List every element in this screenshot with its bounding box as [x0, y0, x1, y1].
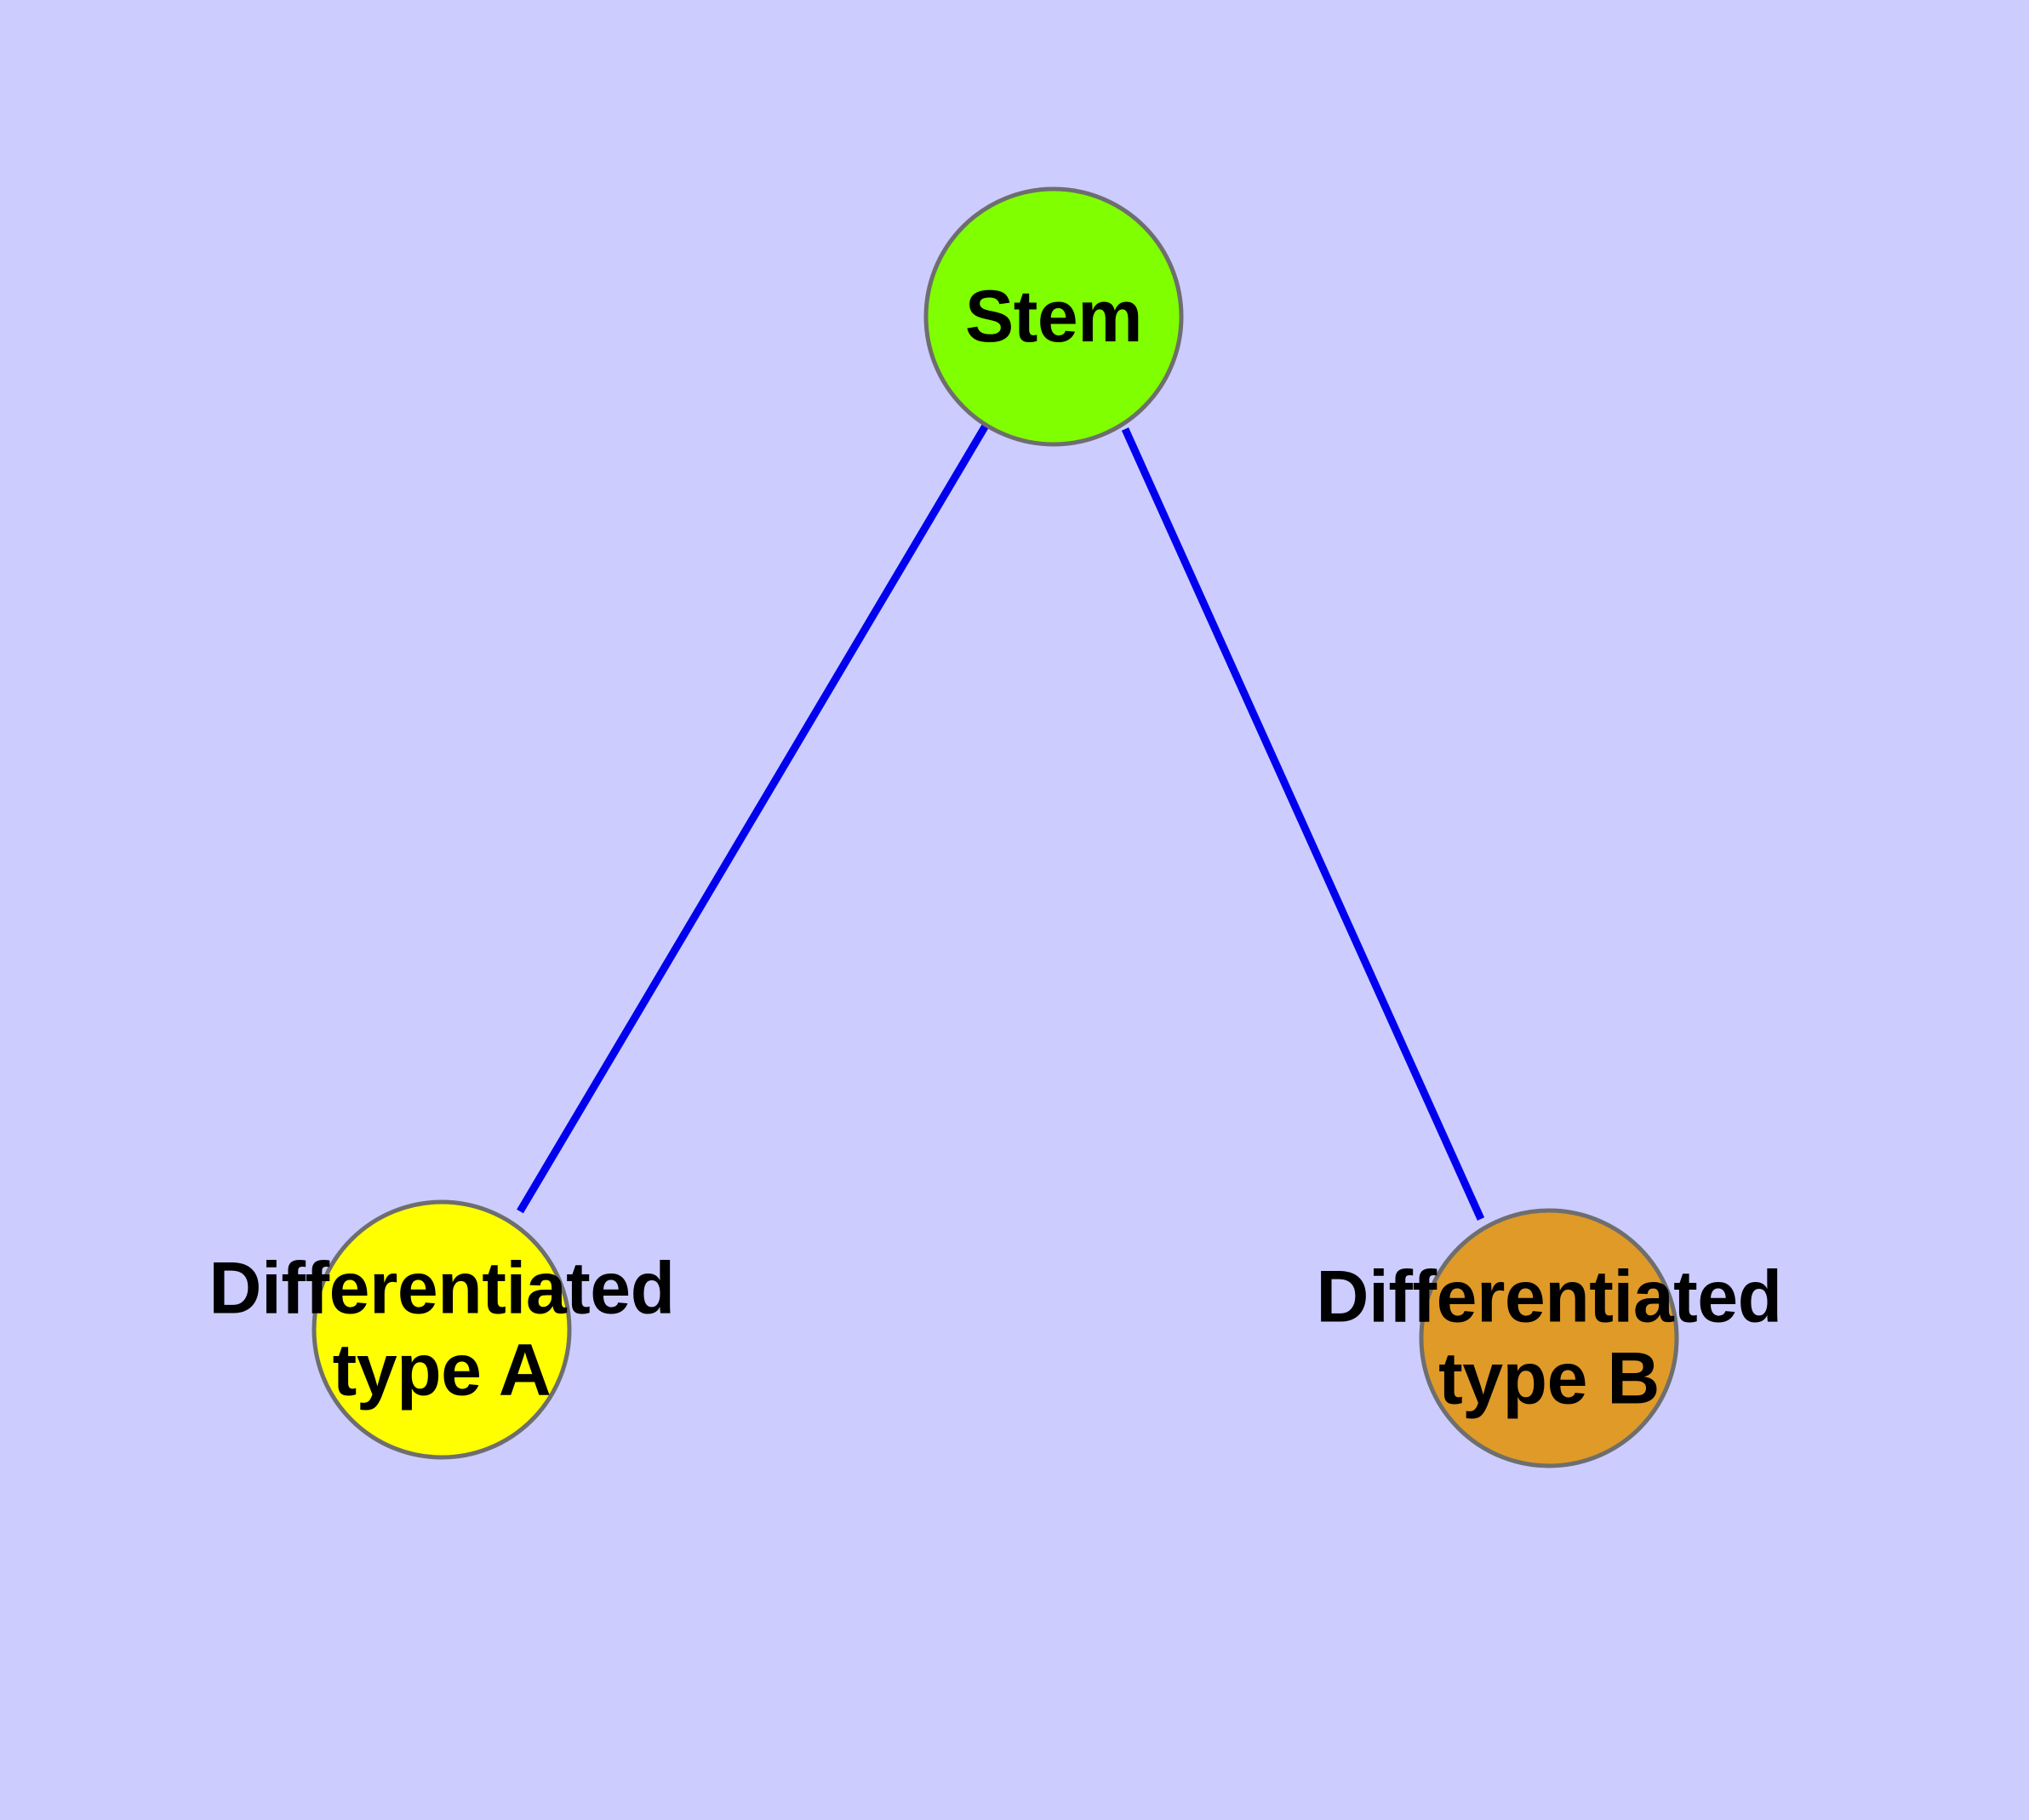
edge-stem-to-type-b[interactable]: [1121, 427, 1485, 1221]
node-differentiated-type-b[interactable]: [1419, 1208, 1679, 1468]
node-layer: [311, 186, 1679, 1468]
edge-stem-to-type-a[interactable]: [517, 423, 989, 1214]
node-stem[interactable]: [923, 186, 1184, 447]
node-differentiated-type-a[interactable]: [311, 1199, 572, 1460]
edge-layer: [517, 423, 1485, 1221]
